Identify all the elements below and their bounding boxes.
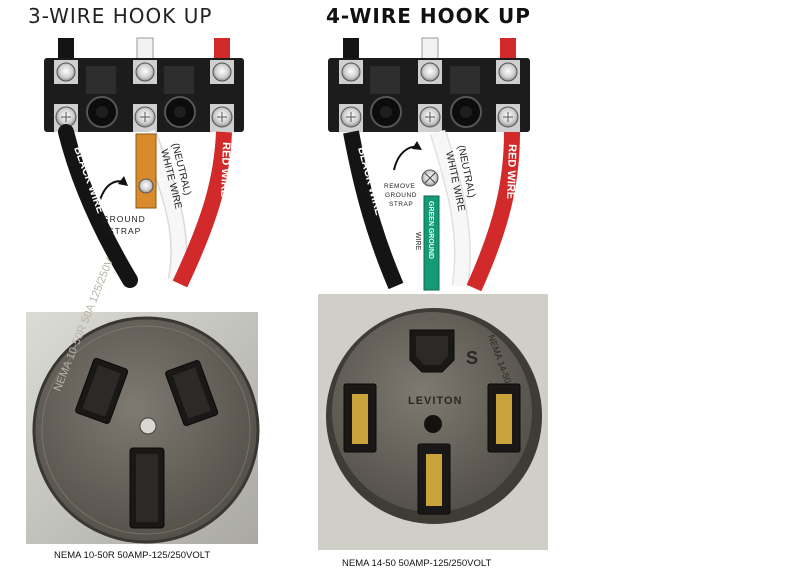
nema-10-50r-receptacle: NEMA 10-50R 50A 125/250V (26, 256, 260, 544)
screw-icon (54, 60, 78, 84)
terminal-block-slot (164, 66, 194, 94)
screw-icon (210, 104, 234, 132)
white-wire (431, 129, 470, 288)
black-wire-top (343, 38, 359, 64)
arrow-icon (393, 146, 421, 171)
black-wire (58, 124, 138, 288)
ground-strap (135, 133, 157, 209)
ground-label: GROUND (385, 192, 417, 199)
terminal-block-slot (370, 66, 400, 94)
center-hole (424, 415, 442, 433)
three-wire-diagram: BLACK WIRE RED WIRE (NEUTRAL) WHITE WIRE… (44, 37, 244, 288)
green-ground-wire (423, 195, 440, 291)
red-wire (172, 131, 232, 288)
ground-label: GROUND (102, 214, 146, 224)
terminal-block-slot (86, 66, 116, 94)
mark-label: S (466, 348, 478, 368)
red-wire-label: RED WIRE (218, 142, 232, 197)
screw-icon (210, 60, 234, 84)
hot-slot-left (75, 357, 129, 425)
red-wire-top (500, 38, 516, 64)
three-wire-title: 3-WIRE HOOK UP (28, 4, 213, 28)
hot-slot-right (165, 359, 219, 427)
nema-14-50-receptacle: LEVITON S NEMA 14-50 (318, 294, 548, 550)
screw-icon (496, 104, 520, 132)
red-wire-label: RED WIRE (504, 144, 518, 199)
strap-label: STRAP (389, 201, 413, 208)
black-wire (343, 130, 404, 290)
red-wire-top (214, 38, 230, 64)
screw-icon (339, 60, 363, 84)
strap-label: STRAP (108, 226, 141, 236)
right-receptacle-caption: NEMA 14-50 50AMP-125/250VOLT (342, 558, 492, 569)
screw-icon (133, 104, 157, 132)
screw-icon (418, 60, 442, 84)
receptacle-face (332, 312, 532, 512)
screw-icon (133, 60, 157, 84)
brand-label: LEVITON (408, 395, 462, 407)
black-wire-top (58, 38, 74, 64)
red-wire (466, 131, 520, 292)
four-wire-diagram: BLACK WIRE RED WIRE (NEUTRAL) WHITE WIRE… (328, 37, 530, 292)
screw-icon (138, 178, 154, 194)
screw-icon (418, 104, 442, 132)
remove-label: REMOVE (384, 183, 415, 190)
screw-icon (496, 60, 520, 84)
green-ground-label: GREEN GROUND (427, 201, 434, 259)
four-wire-title: 4-WIRE HOOK UP (326, 4, 531, 28)
wire-label: WIRE (414, 232, 421, 251)
center-screw-icon (139, 417, 157, 435)
terminal-block-slot (450, 66, 480, 94)
left-receptacle-caption: NEMA 10-50R 50AMP-125/250VOLT (54, 550, 211, 561)
screw-icon (339, 104, 363, 132)
